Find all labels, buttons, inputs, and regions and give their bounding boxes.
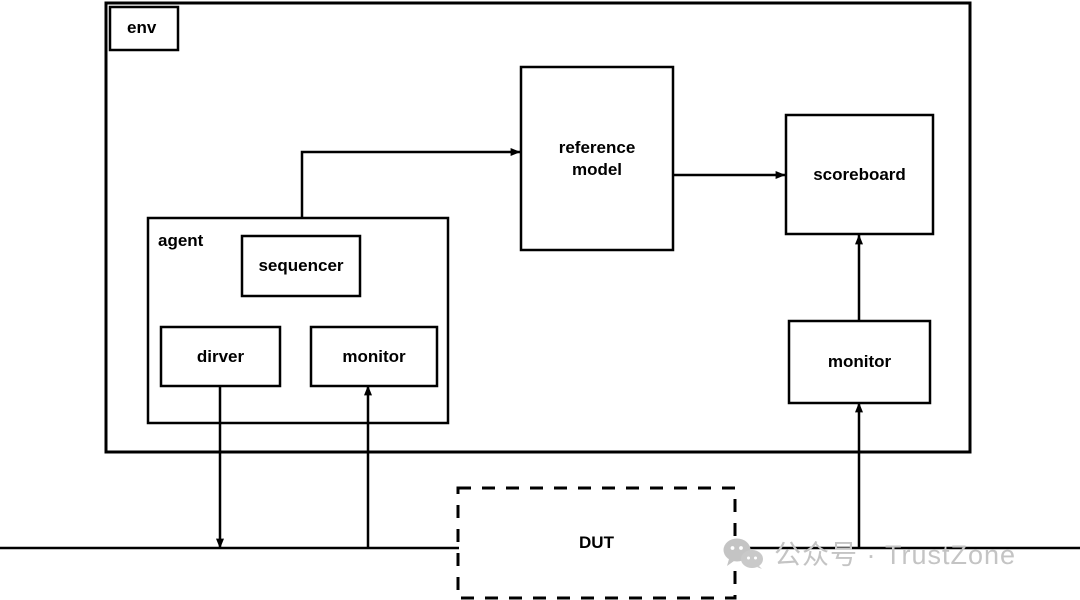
watermark: 公众号 · TrustZone xyxy=(723,533,1016,572)
sequencer-to-reference-model-connector xyxy=(300,148,521,218)
env-label-box xyxy=(108,5,180,52)
agent-label: agent xyxy=(158,231,204,250)
watermark-text: 公众号 · TrustZone xyxy=(774,540,1017,570)
wechat-icon xyxy=(723,537,765,569)
env-label: env xyxy=(127,18,157,37)
sequencer-block xyxy=(240,234,362,298)
dut-block xyxy=(456,486,737,600)
driver-block xyxy=(159,325,282,388)
env-container xyxy=(104,1,972,454)
scoreboard-block xyxy=(784,113,935,236)
reference-model-block xyxy=(519,65,675,252)
env-monitor-block xyxy=(787,319,932,405)
agent-monitor-block xyxy=(309,325,439,388)
